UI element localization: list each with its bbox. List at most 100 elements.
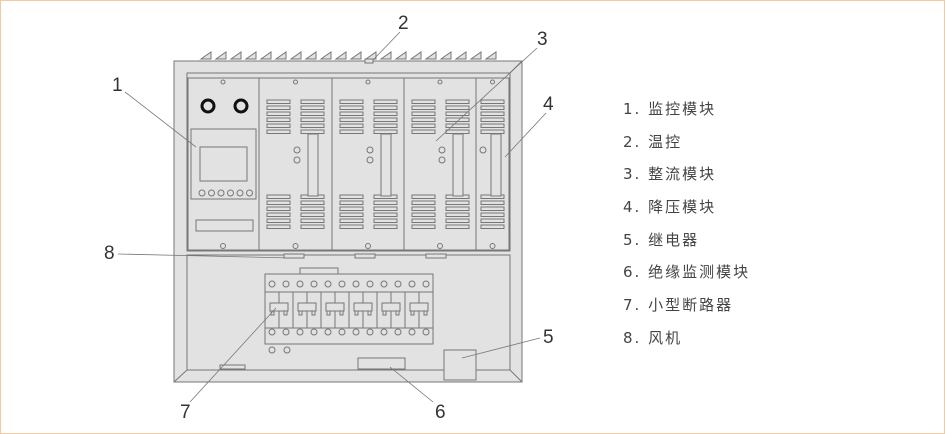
indicator-led xyxy=(366,146,374,154)
heatsink-fin xyxy=(469,51,482,60)
vent-slot xyxy=(266,200,291,205)
vent-slot xyxy=(480,117,505,122)
vent-slot xyxy=(411,224,436,229)
screw xyxy=(292,243,299,249)
terminal xyxy=(268,280,276,288)
vent-slot xyxy=(411,105,436,110)
vent-slot xyxy=(445,123,470,128)
vent-slot xyxy=(480,206,505,211)
temp-control xyxy=(364,58,374,64)
terminal xyxy=(338,280,346,288)
heatsink-fin xyxy=(244,51,257,60)
vent-slot xyxy=(411,194,436,199)
terminal xyxy=(282,280,290,288)
module-handle xyxy=(380,133,392,197)
vent-slot xyxy=(411,218,436,223)
breaker-tab xyxy=(283,310,288,316)
terminal xyxy=(324,328,332,336)
vent-slot xyxy=(300,105,325,110)
screw xyxy=(437,79,443,85)
terminal xyxy=(282,328,290,336)
terminal xyxy=(268,328,276,336)
vent-slot xyxy=(300,123,325,128)
vent-slot xyxy=(300,200,325,205)
vent-slot xyxy=(373,123,398,128)
monitor-button xyxy=(246,189,253,197)
bottom-clip xyxy=(219,364,246,370)
legend-item: 6. 绝缘监测模块 xyxy=(623,263,751,282)
vent-slot xyxy=(373,212,398,217)
breaker-tab xyxy=(298,310,303,316)
terminal xyxy=(310,328,318,336)
vent-slot xyxy=(266,123,291,128)
terminal xyxy=(422,328,430,336)
vent-slot xyxy=(445,212,470,217)
screw xyxy=(220,243,226,249)
knob-2 xyxy=(233,98,249,114)
terminal xyxy=(408,328,416,336)
indicator-led xyxy=(479,146,487,154)
vent-slot xyxy=(373,105,398,110)
terminal xyxy=(422,280,430,288)
callout-3: 3 xyxy=(537,29,548,50)
heatsink-fin xyxy=(364,51,377,60)
screw xyxy=(220,79,226,85)
vent-slot xyxy=(480,212,505,217)
heatsink-fin xyxy=(409,51,422,60)
terminal xyxy=(324,280,332,288)
vent-slot xyxy=(300,224,325,229)
heatsink-fin xyxy=(439,51,452,60)
breaker-toggle xyxy=(409,302,429,312)
breaker-toggle xyxy=(325,302,345,312)
vent-slot xyxy=(445,111,470,116)
indicator-led xyxy=(293,156,301,164)
breaker-tab xyxy=(354,310,359,316)
legend-item: 8. 风机 xyxy=(623,328,683,347)
screw xyxy=(365,243,371,249)
vent-slot xyxy=(300,99,325,104)
screw xyxy=(489,243,496,249)
indicator-led xyxy=(366,156,374,164)
terminal xyxy=(338,328,346,336)
vent-slot xyxy=(266,224,291,229)
indicator-led xyxy=(438,156,446,164)
legend-item: 1. 监控模块 xyxy=(623,100,717,118)
breaker-tab xyxy=(367,310,372,316)
vent-slot xyxy=(339,224,364,229)
callout-4: 4 xyxy=(543,94,554,115)
vent-slot xyxy=(411,200,436,205)
breaker-toggle xyxy=(353,302,373,312)
vent-slot xyxy=(445,129,470,134)
vent-slot xyxy=(445,200,470,205)
vent-slot xyxy=(445,206,470,211)
vent-slot xyxy=(411,117,436,122)
callout-7: 7 xyxy=(180,402,191,423)
breaker-tab xyxy=(410,310,415,316)
module-handle xyxy=(307,133,319,197)
heatsink-fin xyxy=(319,51,332,60)
terminal xyxy=(352,328,360,336)
vent-slot xyxy=(339,212,364,217)
vent-slot xyxy=(445,224,470,229)
vent-slot xyxy=(373,117,398,122)
module-handle xyxy=(452,133,464,197)
terminal xyxy=(366,328,374,336)
vent-slot xyxy=(411,123,436,128)
fan xyxy=(283,253,305,259)
terminal xyxy=(380,280,388,288)
heatsink-fin xyxy=(289,51,302,60)
callout-2: 2 xyxy=(398,13,409,34)
vent-slot xyxy=(339,206,364,211)
breaker-tab xyxy=(311,310,316,316)
fan xyxy=(425,253,447,259)
heatsink-fin xyxy=(274,51,287,60)
module-handle xyxy=(490,133,502,197)
heatsink-fin xyxy=(454,51,467,60)
terminal xyxy=(408,280,416,288)
heatsink-fin xyxy=(214,51,227,60)
breaker-tab xyxy=(339,310,344,316)
heatsink-fin xyxy=(484,51,497,60)
vent-slot xyxy=(339,123,364,128)
monitor-button xyxy=(198,189,206,197)
vent-slot xyxy=(339,194,364,199)
